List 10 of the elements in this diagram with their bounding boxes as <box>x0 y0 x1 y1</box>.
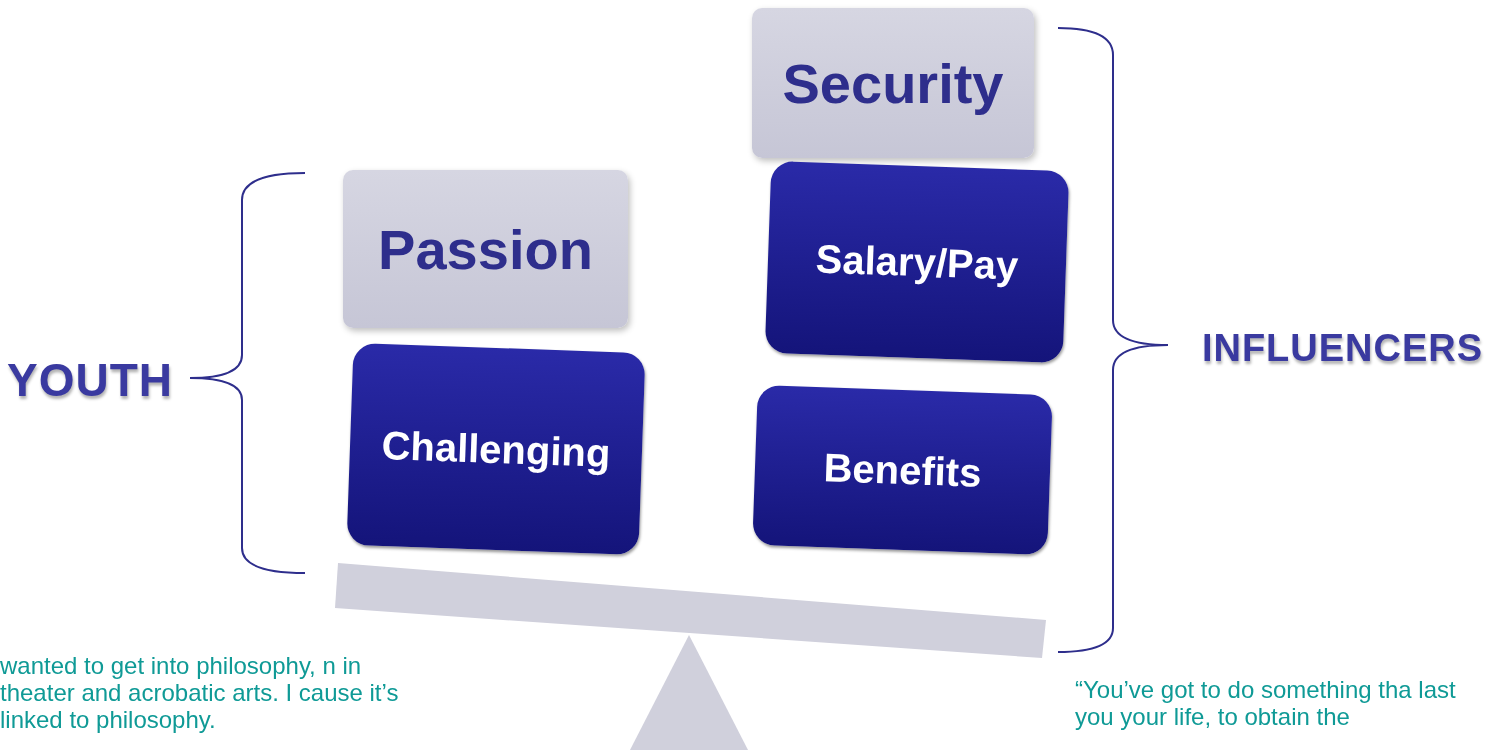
heading-box: Passion <box>343 170 628 328</box>
side-label: YOUTH <box>10 350 170 410</box>
factor-block: Salary/Pay <box>764 160 1070 364</box>
factor-block: Benefits <box>752 384 1053 556</box>
heading-box: Security <box>752 8 1034 158</box>
side-label: INFLUENCERS <box>1185 318 1500 378</box>
quote-text: wanted to get into philosophy, n in theater and acrobatic arts. I cause it’s linked to philosophy. <box>0 652 400 733</box>
quote-text: “You’ve got to do something tha last you your life, to obtain the <box>1075 676 1457 730</box>
fulcrum-triangle <box>630 635 748 750</box>
factor-block: Challenging <box>346 342 646 556</box>
